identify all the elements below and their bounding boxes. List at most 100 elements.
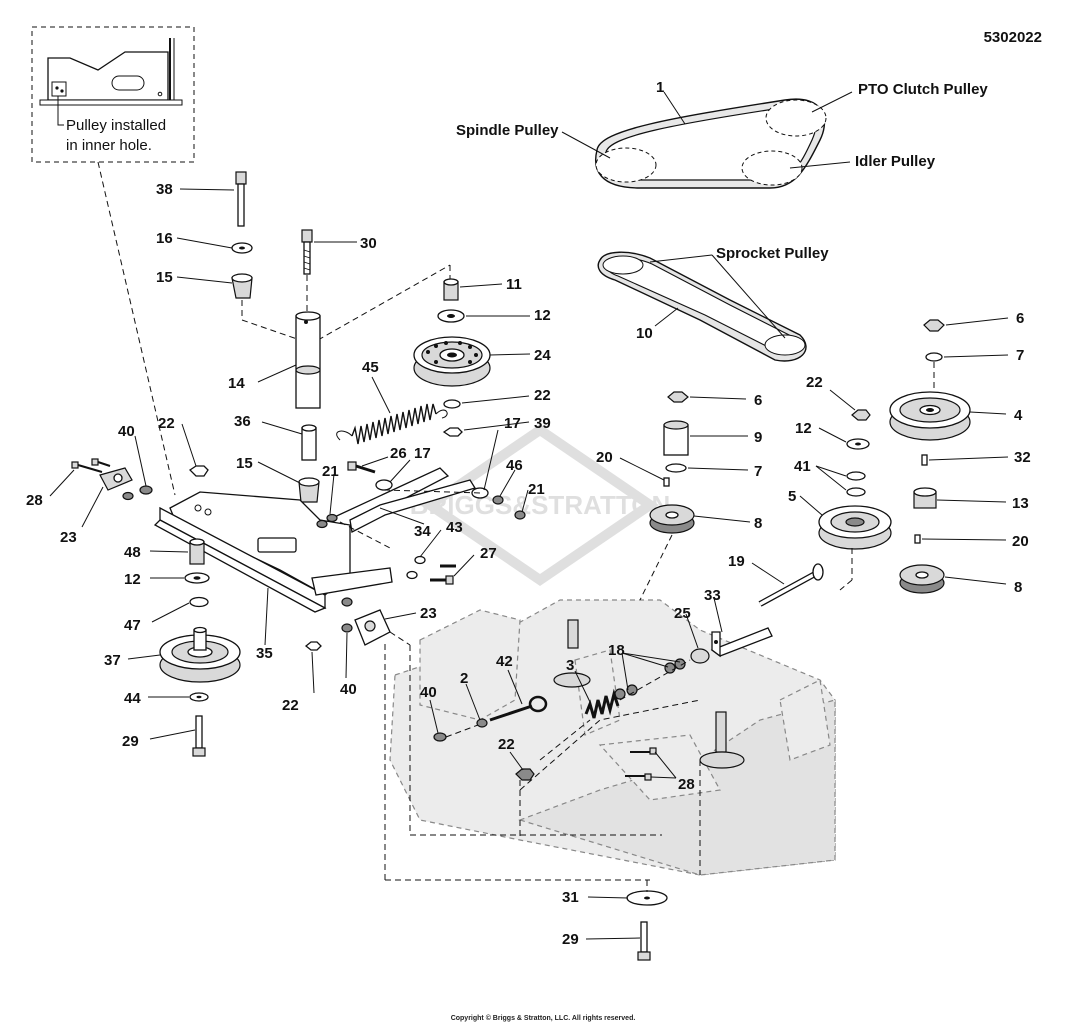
callout-numbers: 1 2 3 4 5 6 6 7 7 8 8 9 10 11 12 12 12 1…	[26, 79, 1031, 948]
callout-13: 13	[1012, 495, 1029, 512]
part-8-sprocket-right	[899, 564, 945, 594]
part-22-nut-bottom	[304, 641, 322, 651]
part-19-shaft	[758, 563, 824, 607]
callout-6-center: 6	[754, 392, 762, 409]
callout-48: 48	[124, 544, 141, 561]
callout-14: 14	[228, 375, 245, 392]
part-6-nut-center	[667, 391, 689, 403]
callout-22-idler: 22	[534, 387, 551, 404]
part-11-spacer	[443, 278, 459, 301]
callout-32: 32	[1014, 449, 1031, 466]
callout-39: 39	[534, 415, 551, 432]
part-23-bracket-left	[99, 467, 133, 491]
part-20-key-center	[663, 477, 670, 487]
part-45-spring	[336, 403, 448, 445]
callout-1: 1	[656, 79, 664, 96]
part-28-bolts-right	[625, 747, 657, 781]
callout-20-right: 20	[1012, 533, 1029, 550]
callout-6-right: 6	[1016, 310, 1024, 327]
callout-19: 19	[728, 553, 745, 570]
part-43-washers	[406, 555, 426, 580]
part-22-nut-right	[851, 409, 871, 421]
part-27-bolts	[430, 564, 456, 585]
part-12-washer	[437, 309, 465, 323]
leader-lines	[49, 91, 1009, 940]
part-47-washer	[189, 596, 209, 608]
copyright: Copyright © Briggs & Stratton, LLC. All …	[451, 1014, 636, 1022]
part-3-spring	[584, 688, 620, 719]
callout-11: 11	[506, 276, 522, 293]
callout-18: 18	[608, 642, 625, 659]
callout-21-left: 21	[322, 463, 339, 480]
callout-28-right: 28	[678, 776, 695, 793]
callout-7-center: 7	[754, 463, 762, 480]
callout-5: 5	[788, 488, 796, 505]
part-2-nut	[476, 718, 488, 728]
callout-20-center: 20	[596, 449, 613, 466]
callout-2: 2	[460, 670, 468, 687]
part-41-washers	[846, 471, 866, 497]
callout-17-left: 17	[414, 445, 431, 462]
part-13-bushing	[913, 487, 937, 509]
callout-25: 25	[674, 605, 691, 622]
inset-note-line2: in inner hole.	[66, 137, 152, 154]
part-36-spacer	[301, 424, 317, 461]
callout-12-left: 12	[124, 571, 141, 588]
callout-27: 27	[480, 545, 497, 562]
inset-detail: Pulley installed in inner hole.	[31, 26, 195, 163]
part-29-bolt-bottom	[637, 921, 651, 961]
idler-pulley-ghost	[741, 150, 803, 186]
callout-34: 34	[414, 523, 431, 540]
part-7-washer-right	[925, 352, 943, 362]
callout-26: 26	[390, 445, 407, 462]
callout-45: 45	[362, 359, 379, 376]
sprocket-pulley-ghost	[764, 334, 806, 356]
part-24-idler-pulley	[413, 336, 491, 387]
callout-22-bottom-left: 22	[282, 697, 299, 714]
callout-22-right: 22	[806, 374, 823, 391]
callout-12-right: 12	[795, 420, 812, 437]
part-4-pulley	[889, 391, 971, 441]
label-pto-clutch-pulley: PTO Clutch Pulley	[858, 81, 988, 98]
callout-30: 30	[360, 235, 377, 252]
callout-12-idler: 12	[534, 307, 551, 324]
callout-40-right: 40	[340, 681, 357, 698]
callout-21-right: 21	[528, 481, 545, 498]
callout-22-top-left: 22	[158, 415, 175, 432]
callout-36: 36	[234, 413, 251, 430]
callout-46: 46	[506, 457, 523, 474]
part-21-nut-right	[514, 510, 526, 520]
label-idler-pulley: Idler Pulley	[855, 153, 936, 170]
belt-1	[595, 98, 827, 189]
callout-3: 3	[566, 657, 574, 674]
part-40-nuts-right	[341, 597, 353, 633]
part-18-washers	[614, 658, 686, 700]
callout-29-bottom: 29	[562, 931, 579, 948]
callout-40-bottom: 40	[420, 684, 437, 701]
callout-44: 44	[124, 690, 141, 707]
part-17-washer-right	[471, 487, 489, 499]
diagram-number: 5302022	[984, 29, 1042, 46]
callout-38: 38	[156, 181, 173, 198]
part-9-spacer	[663, 420, 689, 456]
part-39-nut	[442, 427, 463, 437]
callout-17-right: 17	[504, 415, 521, 432]
part-33-bracket	[710, 627, 773, 658]
callout-42: 42	[496, 653, 513, 670]
part-25-bushing	[690, 648, 710, 664]
part-6-nut-right	[923, 319, 945, 332]
part-34-bracket	[327, 467, 477, 541]
part-14-tube	[295, 311, 321, 409]
pto-clutch-pulley-ghost	[765, 99, 827, 137]
callout-15-lower: 15	[236, 455, 253, 472]
part-7-washer-center	[665, 463, 687, 473]
part-22-nut-idler	[443, 399, 461, 409]
part-46-nut	[492, 495, 504, 505]
part-26-bolt	[347, 461, 376, 474]
callout-7-right: 7	[1016, 347, 1024, 364]
part-12-washer-lower	[184, 572, 210, 584]
part-21-nuts-left	[316, 513, 338, 529]
callout-23-left: 23	[60, 529, 77, 546]
part-17-washer-left	[375, 479, 393, 491]
